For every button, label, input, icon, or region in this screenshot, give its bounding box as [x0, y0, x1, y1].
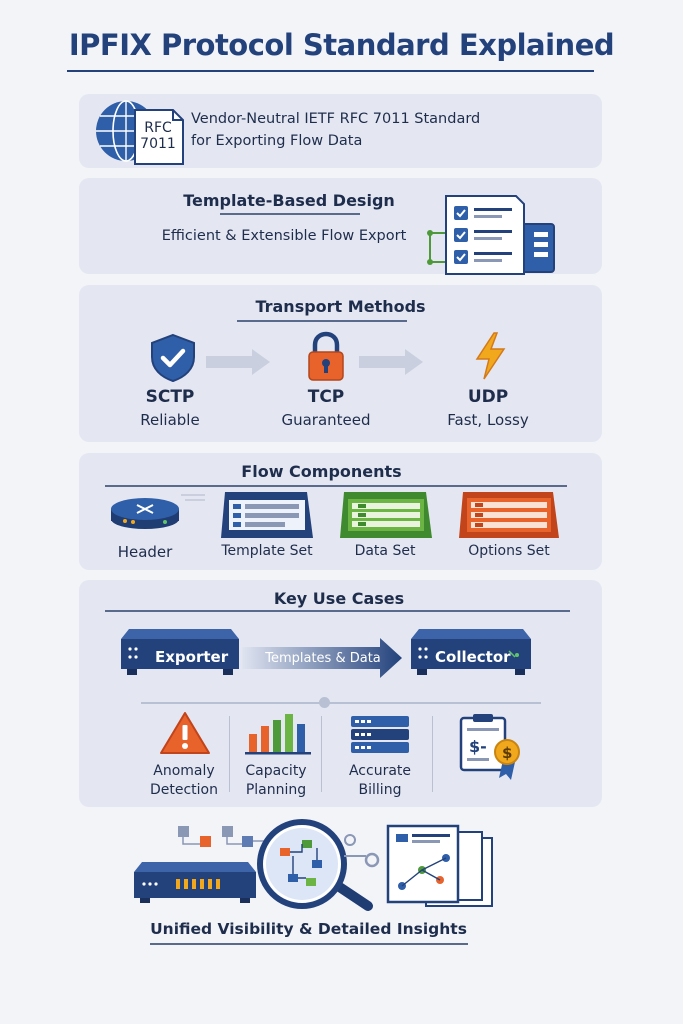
- footer-caption-underline: [150, 943, 468, 945]
- use-case-billing-label: Accurate Billing: [335, 762, 425, 800]
- use-case-anomaly-line1: Anomaly: [153, 763, 215, 779]
- exporter-label: Exporter: [155, 648, 229, 666]
- warning-triangle-icon: [160, 712, 210, 754]
- rfc-badge-line1: RFC: [144, 120, 172, 136]
- transport-heading-underline: [237, 320, 407, 322]
- exporter-device-icon: [121, 629, 239, 675]
- transport-heading: Transport Methods: [255, 297, 426, 316]
- rfc-panel: RFC 7011 Vendor-Neutral IETF RFC 7011 St…: [79, 94, 602, 168]
- template-heading: Template-Based Design: [183, 191, 395, 210]
- component-label-template-set: Template Set: [221, 543, 313, 559]
- component-label-header: Header: [117, 543, 173, 561]
- template-heading-underline: [220, 213, 360, 215]
- shield-check-icon: [151, 333, 195, 383]
- transport-name-tcp: TCP: [307, 387, 345, 407]
- arrow-right-icon: [206, 349, 270, 375]
- template-panel: Template-Based Design Efficient & Extens…: [79, 178, 602, 275]
- template-document-icon: [427, 195, 555, 275]
- footer-caption: Unified Visibility & Detailed Insights: [150, 920, 467, 938]
- use-case-anomaly-label: Anomaly Detection: [139, 762, 229, 800]
- components-heading-underline: [105, 485, 567, 487]
- rfc-line1: Vendor-Neutral IETF RFC 7011 Standard: [191, 111, 481, 127]
- component-label-data-set: Data Set: [354, 543, 416, 559]
- invoice-dollar-icon: $- $: [459, 714, 520, 780]
- collector-label: Collector: [435, 648, 511, 666]
- template-set-icon: [221, 492, 313, 538]
- svg-text:$: $: [502, 744, 512, 762]
- components-heading: Flow Components: [241, 462, 402, 481]
- lightning-icon: [475, 332, 506, 380]
- transport-desc-udp: Fast, Lossy: [447, 411, 529, 429]
- use-case-capacity-line2: Planning: [245, 782, 307, 798]
- page-title: IPFIX Protocol Standard Explained: [68, 28, 615, 62]
- use-case-separator: [432, 716, 433, 792]
- document-icon: [134, 109, 184, 165]
- rfc-badge-text: RFC 7011: [135, 120, 181, 152]
- use-case-separator: [229, 716, 230, 792]
- title-underline: [67, 70, 594, 72]
- options-set-icon: [459, 492, 559, 538]
- server-stack-icon: [351, 716, 409, 753]
- transport-name-udp: UDP: [467, 387, 509, 407]
- use-cases-divider: [141, 702, 541, 704]
- use-case-billing-line1: Accurate: [348, 763, 412, 779]
- arrow-label: Templates & Data: [265, 651, 381, 666]
- component-label-options-set: Options Set: [468, 543, 550, 559]
- use-case-billing-line2: Billing: [358, 782, 402, 798]
- transport-desc-tcp: Guaranteed: [281, 411, 371, 429]
- template-subtitle: Efficient & Extensible Flow Export: [161, 228, 407, 244]
- rfc-line2: for Exporting Flow Data: [191, 133, 363, 149]
- use-case-anomaly-line2: Detection: [149, 782, 218, 798]
- data-set-icon: [340, 492, 432, 538]
- use-cases-panel: Key Use Cases Exporter Templates & Data …: [79, 580, 602, 807]
- padlock-icon: [308, 331, 344, 381]
- rfc-description: Vendor-Neutral IETF RFC 7011 Standard fo…: [191, 108, 521, 152]
- transport-name-sctp: SCTP: [145, 387, 195, 407]
- transport-desc-sctp: Reliable: [140, 411, 200, 429]
- divider-dot: [319, 697, 330, 708]
- arrow-right-icon: [359, 349, 423, 375]
- components-panel: Flow Components: [79, 453, 602, 570]
- svg-text:$-: $-: [469, 737, 487, 756]
- collector-device-icon: [411, 629, 531, 675]
- footer-illustration: [134, 819, 493, 911]
- bar-chart-icon: [245, 714, 311, 755]
- use-case-separator: [321, 716, 322, 792]
- use-cases-heading: Key Use Cases: [273, 589, 405, 608]
- transport-panel: Transport Methods SCTP Reliable TCP Guar…: [79, 285, 602, 442]
- use-case-capacity-label: Capacity Planning: [231, 762, 321, 800]
- use-case-capacity-line1: Capacity: [245, 763, 307, 779]
- flow-arrow-icon: [242, 638, 402, 678]
- router-icon: [111, 494, 205, 529]
- use-cases-heading-underline: [105, 610, 570, 612]
- rfc-badge-line2: 7011: [140, 136, 176, 152]
